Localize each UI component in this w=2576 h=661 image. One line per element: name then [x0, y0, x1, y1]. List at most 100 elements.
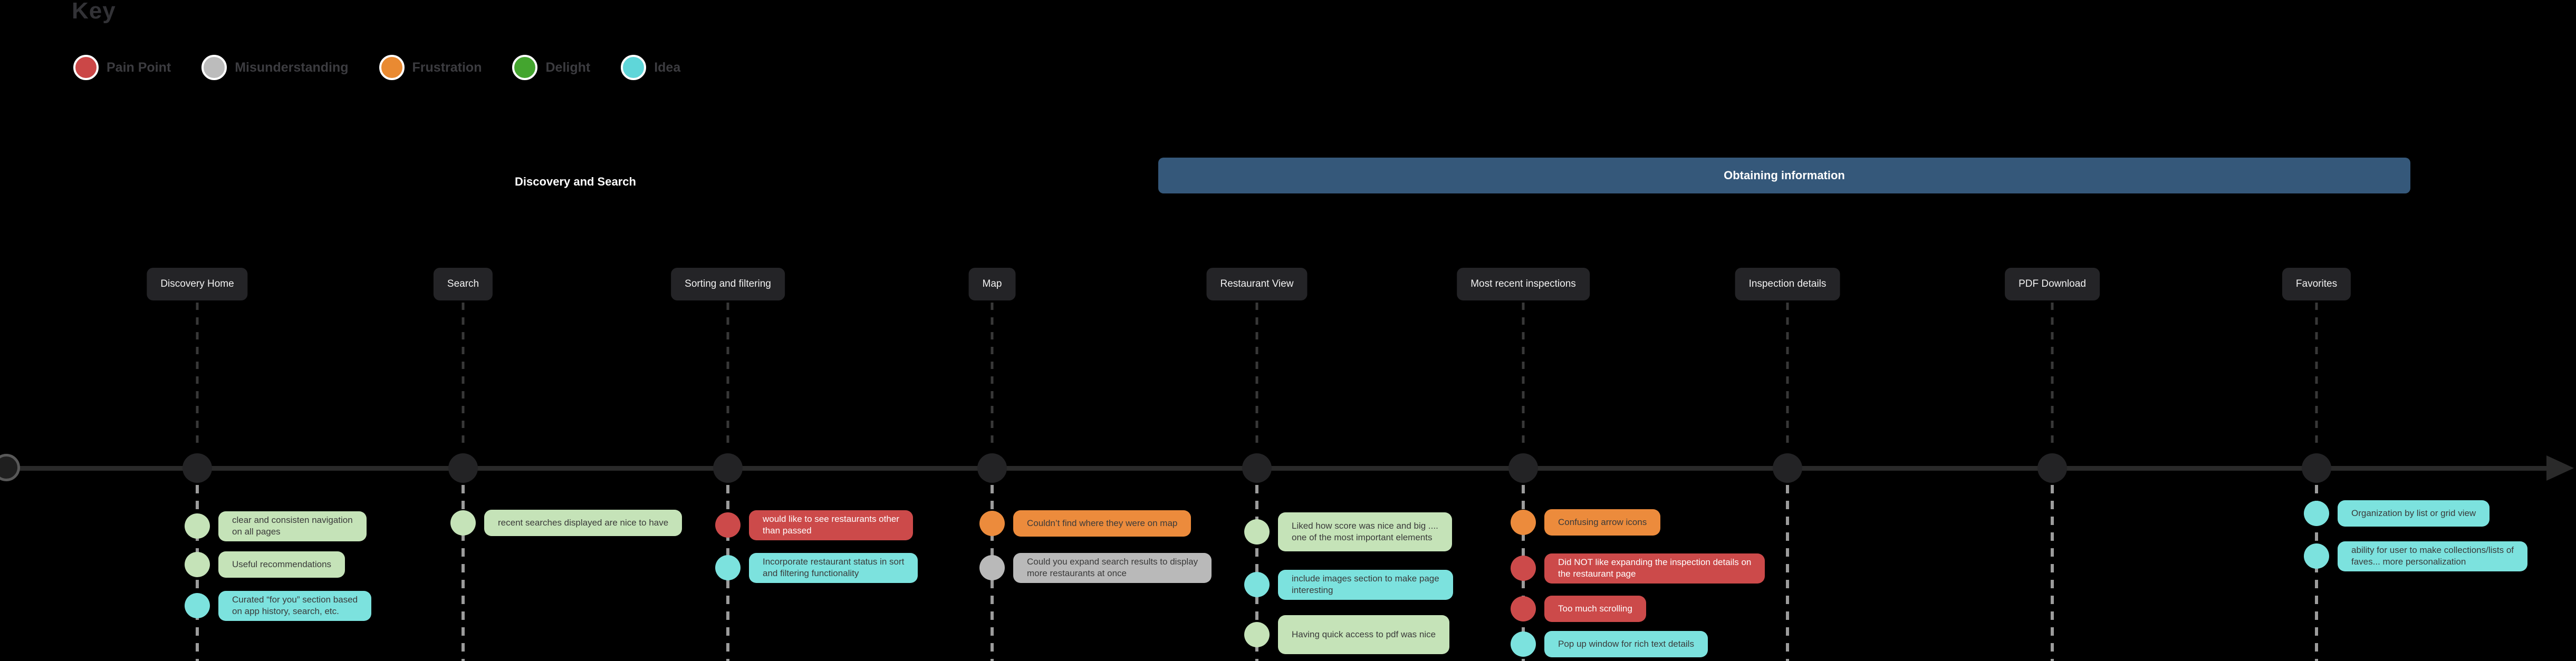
- stage-connector-bottom-search: [462, 485, 465, 661]
- note-pill: Liked how score was nice and big .... on…: [1278, 512, 1452, 551]
- timeline-node-inspection-details: [1773, 453, 1802, 483]
- note-pill: ability for user to make collections/lis…: [2338, 541, 2528, 571]
- timeline-node-pdf-download: [2037, 453, 2067, 483]
- legend-pain-color-icon: [73, 55, 99, 80]
- sticky-note-pain[interactable]: Too much scrolling: [1511, 596, 1646, 622]
- sticky-note-idea[interactable]: include images section to make page inte…: [1244, 570, 1453, 600]
- sticky-note-misunderstanding[interactable]: Could you expand search results to displ…: [979, 553, 1212, 583]
- legend-label: Misunderstanding: [235, 60, 349, 75]
- stage-connector-top-most-recent-inspections: [1522, 303, 1525, 450]
- timeline-line: [0, 466, 2550, 471]
- stage-connector-bottom-inspection-details: [1786, 485, 1789, 661]
- timeline-node-map: [977, 453, 1007, 483]
- phase-label-discovery-and-search[interactable]: Discovery and Search: [515, 175, 636, 188]
- sticky-note-delight[interactable]: Useful recommendations: [185, 551, 345, 578]
- note-idea-dot-icon: [185, 593, 210, 619]
- stage-chip-sorting-and-filtering[interactable]: Sorting and filtering: [671, 268, 785, 300]
- stage-chip-search[interactable]: Search: [433, 268, 493, 300]
- stage-connector-top-sorting-and-filtering: [726, 303, 729, 450]
- sticky-note-delight[interactable]: Having quick access to pdf was nice: [1244, 615, 1450, 654]
- legend-frustration-color-icon: [379, 55, 405, 80]
- legend-item-pain[interactable]: Pain Point: [73, 55, 171, 80]
- note-pill: Couldn’t find where they were on map: [1013, 510, 1191, 537]
- legend-idea-color-icon: [621, 55, 647, 80]
- key-title: Key: [72, 0, 116, 24]
- stage-connector-top-discovery-home: [196, 303, 199, 450]
- note-delight-dot-icon: [1244, 519, 1270, 545]
- legend-label: Pain Point: [107, 60, 171, 75]
- sticky-note-frustration[interactable]: Couldn’t find where they were on map: [979, 510, 1191, 537]
- legend: Pain Point Misunderstanding Frustration Del…: [73, 55, 680, 80]
- legend-misunderstanding-color-icon: [201, 55, 227, 80]
- sticky-note-idea[interactable]: Incorporate restaurant status in sort an…: [715, 553, 918, 583]
- stage-chip-pdf-download[interactable]: PDF Download: [2005, 268, 2100, 300]
- note-frustration-dot-icon: [1511, 510, 1536, 535]
- phase-bar-obtaining-information[interactable]: Obtaining information: [1158, 158, 2410, 193]
- sticky-note-pain[interactable]: would like to see restaurants other than…: [715, 510, 913, 540]
- sticky-note-idea[interactable]: Curated “for you” section based on app h…: [185, 591, 372, 621]
- timeline-node-most-recent-inspections: [1508, 453, 1538, 483]
- stage-connector-top-pdf-download: [2051, 303, 2054, 450]
- note-idea-dot-icon: [1244, 572, 1270, 598]
- note-delight-dot-icon: [1244, 622, 1270, 647]
- stage-connector-bottom-favorites: [2315, 485, 2318, 661]
- stage-chip-map[interactable]: Map: [968, 268, 1016, 300]
- sticky-note-idea[interactable]: Organization by list or grid view: [2304, 500, 2490, 527]
- note-pain-dot-icon: [1511, 556, 1536, 581]
- note-pill: Organization by list or grid view: [2338, 500, 2490, 527]
- sticky-note-pain[interactable]: Did NOT like expanding the inspection de…: [1511, 553, 1765, 584]
- note-pill: Having quick access to pdf was nice: [1278, 615, 1450, 654]
- stage-chip-restaurant-view[interactable]: Restaurant View: [1206, 268, 1308, 300]
- sticky-note-idea[interactable]: Pop up window for rich text details: [1511, 631, 1708, 657]
- stage-connector-top-favorites: [2315, 303, 2318, 450]
- legend-item-frustration[interactable]: Frustration: [379, 55, 482, 80]
- legend-delight-color-icon: [512, 55, 538, 80]
- stage-connector-top-inspection-details: [1786, 303, 1789, 450]
- timeline-arrow-icon: [2546, 455, 2574, 481]
- legend-item-idea[interactable]: Idea: [621, 55, 680, 80]
- note-pill: Confusing arrow icons: [1544, 509, 1661, 536]
- note-pill: Incorporate restaurant status in sort an…: [749, 553, 918, 583]
- stage-chip-inspection-details[interactable]: Inspection details: [1735, 268, 1840, 300]
- note-idea-dot-icon: [1511, 631, 1536, 657]
- note-pill: would like to see restaurants other than…: [749, 510, 913, 540]
- timeline-start-node: [0, 454, 20, 481]
- legend-label: Delight: [545, 60, 591, 75]
- stage-chip-discovery-home[interactable]: Discovery Home: [147, 268, 248, 300]
- note-pill: Pop up window for rich text details: [1544, 631, 1708, 657]
- sticky-note-delight[interactable]: Liked how score was nice and big .... on…: [1244, 512, 1452, 551]
- note-pill: Too much scrolling: [1544, 596, 1646, 622]
- note-pain-dot-icon: [715, 512, 741, 538]
- stage-connector-top-restaurant-view: [1255, 303, 1258, 450]
- phase-bar-label: Obtaining information: [1724, 169, 1845, 182]
- timeline-node-discovery-home: [182, 453, 212, 483]
- note-misunderstanding-dot-icon: [979, 555, 1005, 581]
- timeline-node-sorting-and-filtering: [713, 453, 743, 483]
- timeline-node-restaurant-view: [1242, 453, 1272, 483]
- note-pill: include images section to make page inte…: [1278, 570, 1453, 600]
- note-pill: clear and consisten navigation on all pa…: [218, 511, 367, 541]
- note-idea-dot-icon: [715, 555, 741, 581]
- note-delight-dot-icon: [185, 552, 210, 577]
- stage-connector-bottom-pdf-download: [2051, 485, 2054, 661]
- legend-item-delight[interactable]: Delight: [512, 55, 590, 80]
- sticky-note-idea[interactable]: ability for user to make collections/lis…: [2304, 541, 2528, 571]
- sticky-note-frustration[interactable]: Confusing arrow icons: [1511, 509, 1661, 536]
- note-pill: Could you expand search results to displ…: [1013, 553, 1212, 583]
- stage-chip-favorites[interactable]: Favorites: [2282, 268, 2351, 300]
- legend-label: Frustration: [412, 60, 482, 75]
- note-pill: Curated “for you” section based on app h…: [218, 591, 372, 621]
- legend-label: Idea: [654, 60, 681, 75]
- stage-chip-most-recent-inspections[interactable]: Most recent inspections: [1457, 268, 1590, 300]
- note-pill: Useful recommendations: [218, 551, 345, 578]
- stage-connector-top-map: [991, 303, 994, 450]
- note-delight-dot-icon: [185, 513, 210, 539]
- note-delight-dot-icon: [450, 510, 476, 536]
- sticky-note-delight[interactable]: clear and consisten navigation on all pa…: [185, 511, 367, 541]
- note-frustration-dot-icon: [979, 511, 1005, 536]
- timeline-node-search: [448, 453, 478, 483]
- sticky-note-delight[interactable]: recent searches displayed are nice to ha…: [450, 510, 683, 536]
- legend-item-misunderstanding[interactable]: Misunderstanding: [201, 55, 349, 80]
- note-pill: recent searches displayed are nice to ha…: [484, 510, 683, 536]
- stage-connector-top-search: [462, 303, 465, 450]
